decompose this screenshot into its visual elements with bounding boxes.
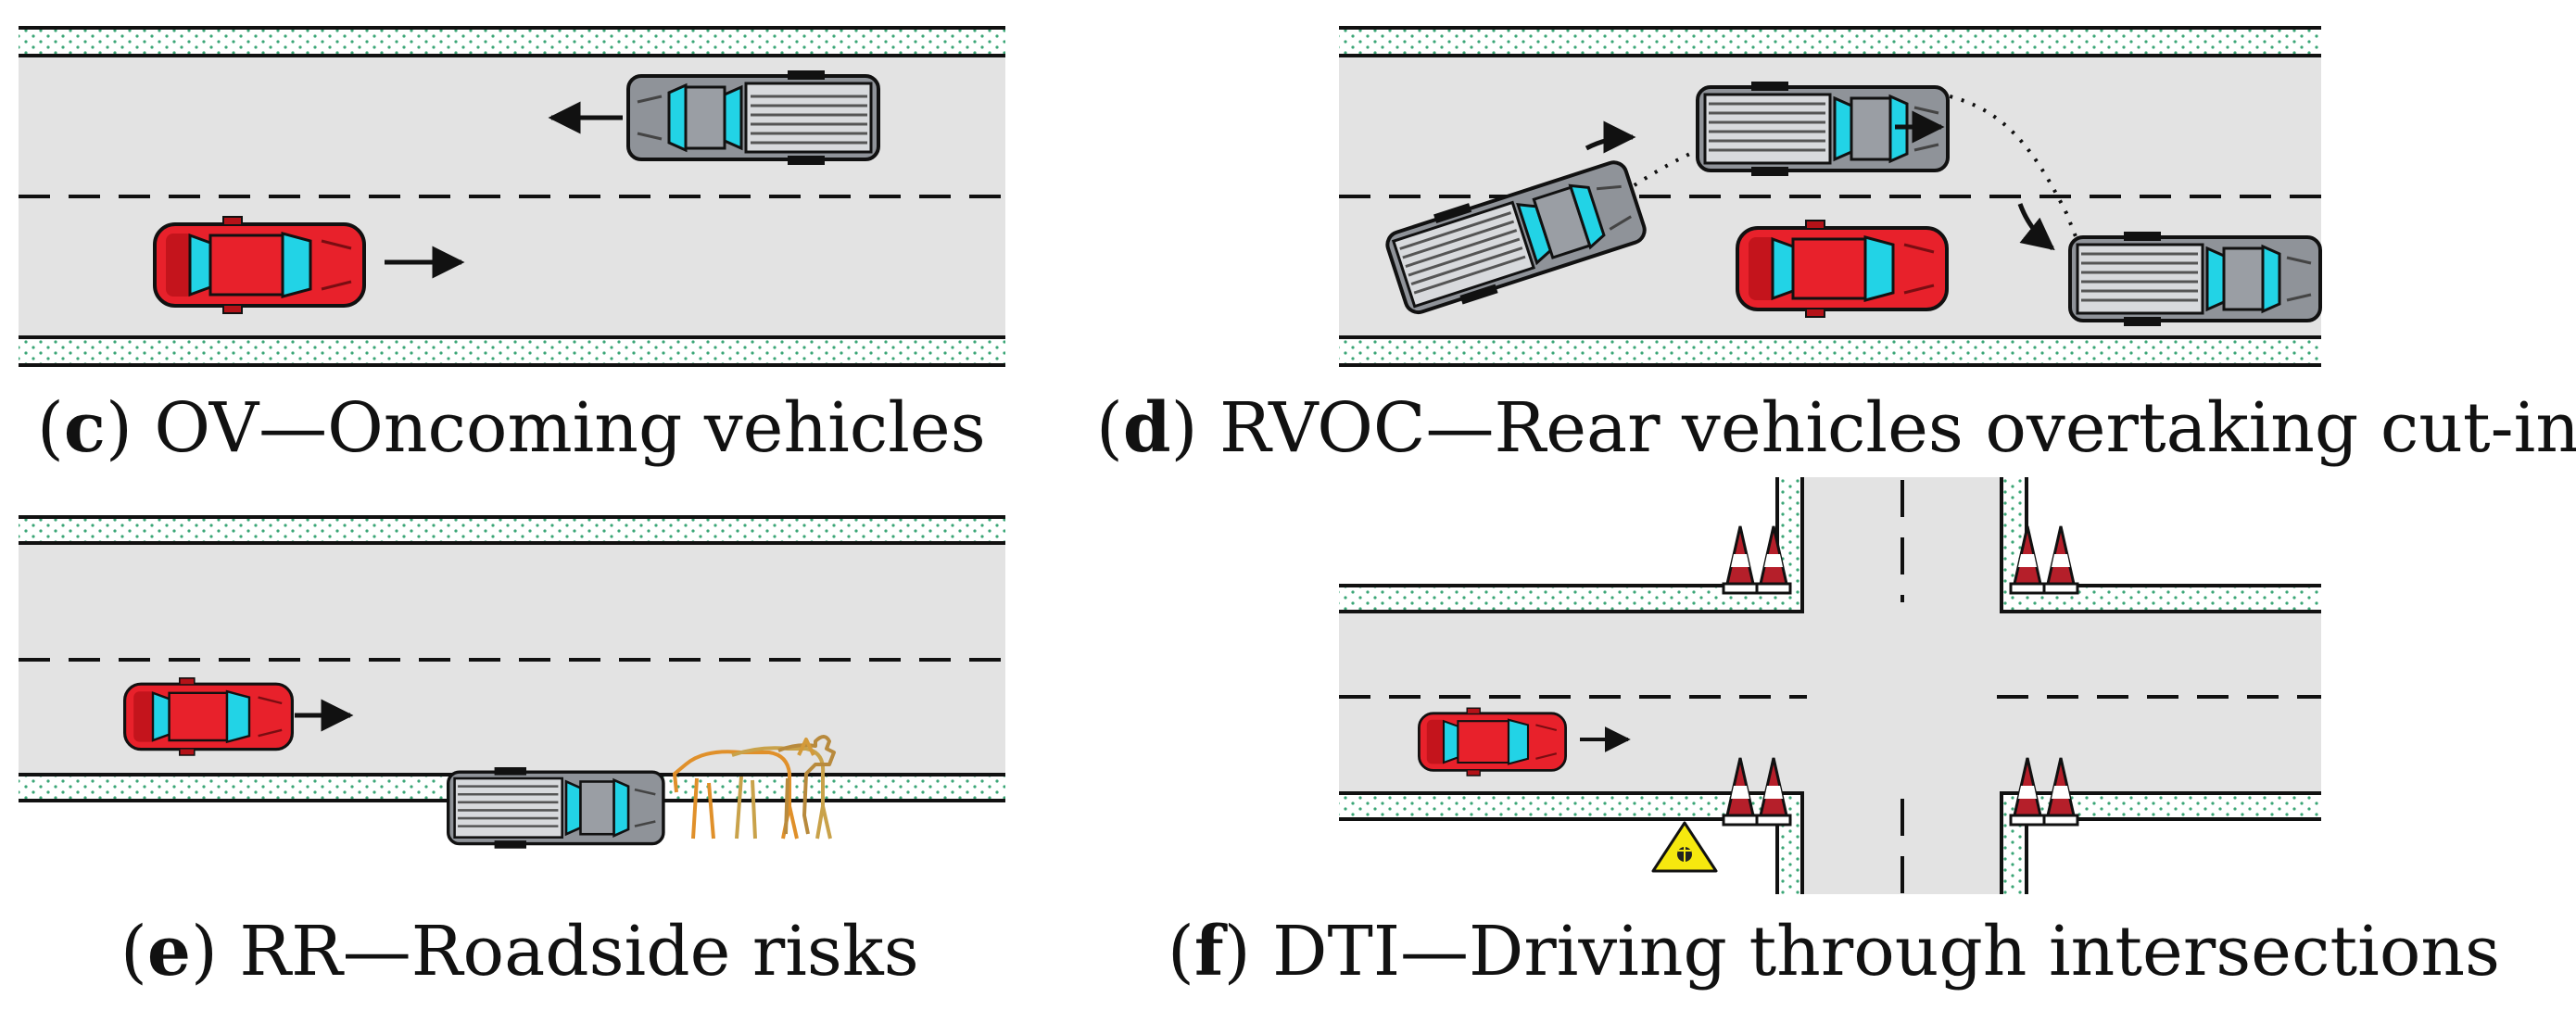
caption-text: DTI—Driving through intersections bbox=[1272, 912, 2501, 991]
caption-panel-e: (e) RR—Roadside risks bbox=[120, 912, 919, 991]
curb-bottom bbox=[19, 337, 1005, 365]
cattle-icon bbox=[673, 735, 836, 840]
caption-panel-c: (c) OV—Oncoming vehicles bbox=[37, 388, 986, 468]
panel-letter: f bbox=[1193, 912, 1224, 991]
caption-panel-f: (f) DTI—Driving through intersections bbox=[1168, 912, 2501, 991]
caption-panel-d: (d) RVOC—Rear vehicles overtaking cut-in bbox=[1096, 394, 2576, 462]
red-car-icon bbox=[123, 676, 294, 757]
panel-letter: c bbox=[63, 388, 106, 468]
curb-bottom bbox=[1339, 337, 2321, 365]
caption-text: RR—Roadside risks bbox=[239, 912, 919, 991]
trajectory-path bbox=[1889, 86, 2124, 308]
curb-top-left bbox=[1339, 477, 1802, 612]
red-car-icon bbox=[1736, 219, 1949, 319]
panel-f bbox=[1339, 477, 2321, 894]
red-car-icon bbox=[153, 215, 366, 315]
road-surface bbox=[19, 517, 1005, 801]
panel-d bbox=[1339, 26, 2322, 367]
pickup-truck-icon bbox=[447, 765, 665, 851]
arrow-icon bbox=[2017, 203, 2055, 251]
caption-text: RVOC—Rear vehicles overtaking cut-in bbox=[1219, 388, 2576, 468]
panel-c bbox=[19, 26, 1005, 367]
panel-e bbox=[19, 515, 1005, 851]
curb-top bbox=[1339, 28, 2321, 56]
pickup-truck-icon bbox=[626, 69, 880, 167]
curb-top bbox=[19, 517, 1005, 543]
curb-top bbox=[19, 28, 1005, 56]
curb-top-right bbox=[2001, 477, 2321, 612]
warning-sign-icon bbox=[1651, 821, 1718, 873]
pickup-truck-icon bbox=[2068, 230, 2322, 328]
caption-text: OV—Oncoming vehicles bbox=[154, 388, 986, 468]
panel-letter: d bbox=[1122, 388, 1171, 468]
red-car-icon bbox=[1418, 706, 1567, 777]
arrow-icon bbox=[1585, 120, 1636, 154]
panel-letter: e bbox=[146, 912, 191, 991]
